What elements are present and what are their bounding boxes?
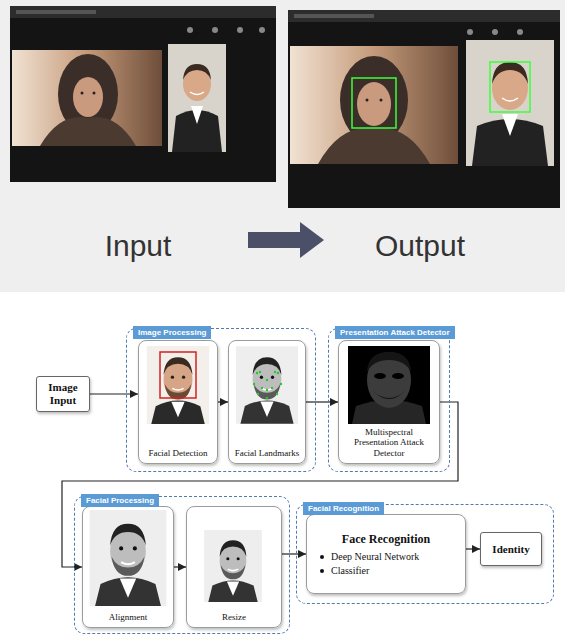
flow-arrow [282, 553, 306, 554]
node-label: Facial Landmarks [235, 448, 300, 459]
group-label: Image Processing [133, 326, 211, 339]
flow-arrow [466, 548, 480, 549]
group-label: Facial Processing [81, 494, 159, 507]
flow-arrow [174, 566, 186, 567]
node-label: Alignment [109, 612, 148, 623]
input-screenshot [10, 6, 276, 182]
group-box: Presentation Attack DetectorMultispectra… [328, 328, 450, 472]
panel-caption: Input [105, 229, 172, 263]
group-label: Presentation Attack Detector [335, 326, 455, 339]
image-card: Multispectral Presentation Attack Detect… [338, 340, 440, 464]
aligned-image [90, 510, 167, 606]
resized-image [204, 530, 262, 602]
multispectral-image [348, 346, 430, 424]
image-card: Facial Detection [138, 340, 218, 464]
group-label: Facial Recognition [303, 502, 384, 515]
flow-arrow [62, 402, 458, 567]
flow-arrow [90, 393, 138, 394]
landmarks-image [236, 346, 298, 424]
node-label: Face Recognition [317, 531, 455, 547]
flow-arrow [218, 401, 228, 402]
process-box: Image Input [36, 376, 90, 412]
group-box: Facial RecognitionFace RecognitionDeep N… [296, 504, 554, 604]
process-box: Identity [480, 532, 542, 566]
bullet-item: Deep Neural Network [317, 550, 455, 564]
image-card: Alignment [82, 506, 174, 628]
flow-arrow [306, 401, 338, 402]
node-label: Image Input [40, 381, 86, 406]
detection-image [147, 346, 209, 424]
panel-caption: Output [375, 229, 465, 263]
group-box: Image ProcessingFacial Detection Facial L… [126, 328, 316, 472]
node-label: Facial Detection [148, 448, 207, 459]
bullet-item: Classifier [317, 564, 455, 578]
classifier-box: Face RecognitionDeep Neural NetworkClass… [306, 514, 466, 594]
top-panel [0, 0, 565, 292]
node-label: Multispectral Presentation Attack Detect… [343, 427, 435, 459]
output-screenshot [288, 10, 560, 208]
node-label: Resize [222, 612, 246, 623]
image-card: Facial Landmarks [228, 340, 306, 464]
node-label: Identity [492, 543, 529, 556]
image-card: Resize [186, 506, 282, 628]
group-box: Facial ProcessingAlignment Resize [74, 496, 290, 634]
flow-arrow [248, 222, 324, 258]
